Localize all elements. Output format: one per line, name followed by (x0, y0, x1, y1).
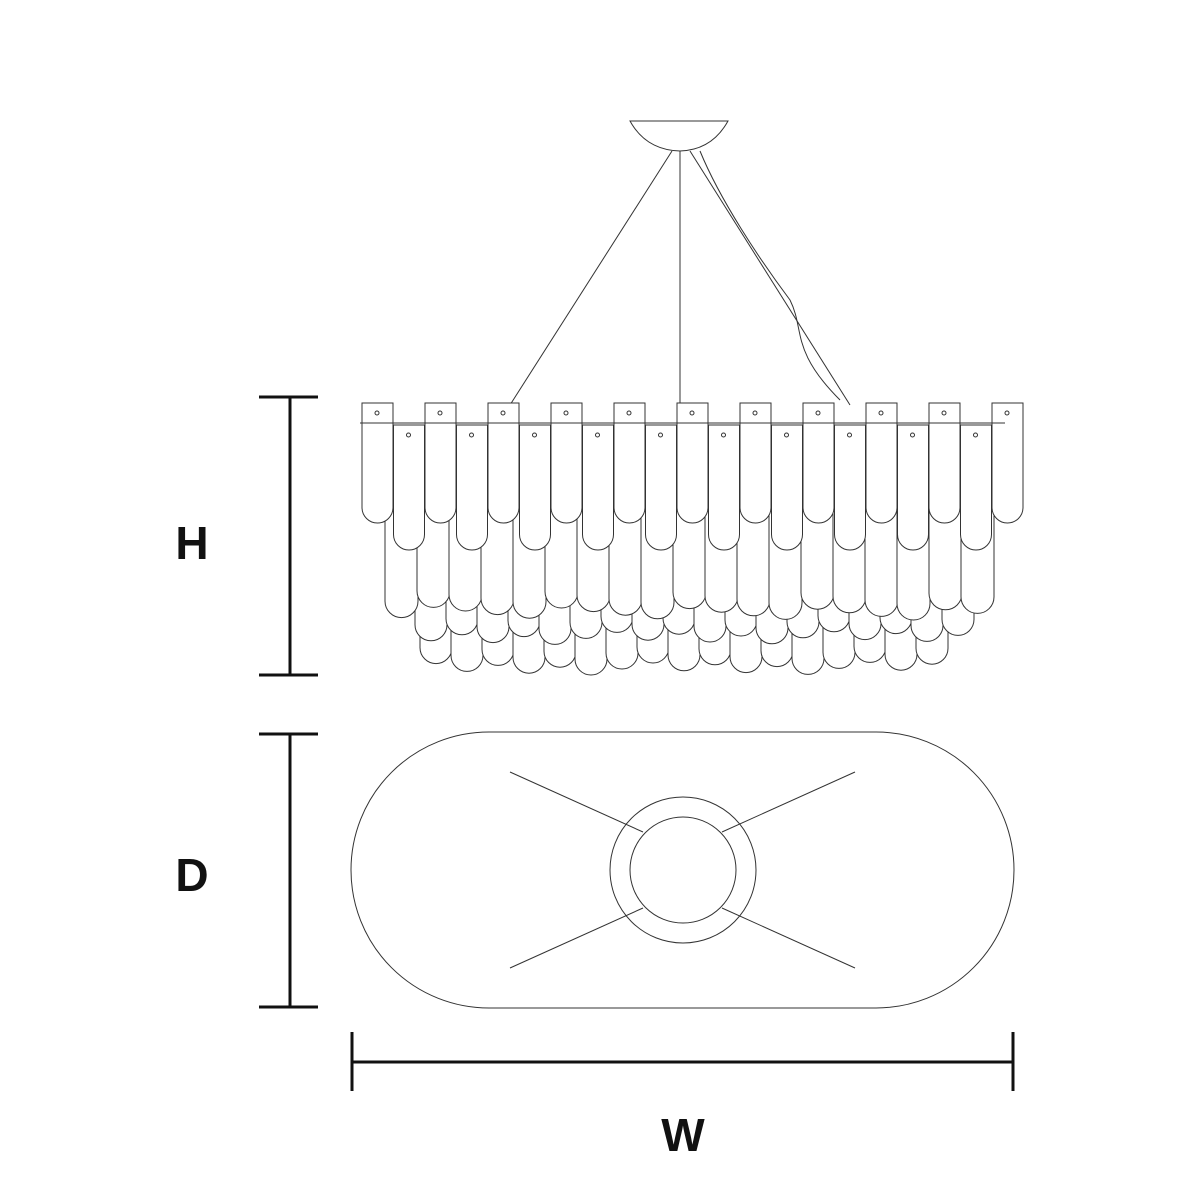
glass-tile (802, 402, 835, 524)
chandelier-tiles (360, 402, 1024, 676)
ceiling-canopy (629, 120, 729, 152)
glass-tile (708, 424, 740, 551)
glass-tile (550, 402, 583, 524)
tile-rivet (689, 410, 695, 416)
side-view (360, 120, 1024, 676)
depth-label: D (175, 849, 209, 901)
canopy-outer-ring (609, 796, 757, 944)
tile-rivet (941, 410, 947, 416)
glass-tile (960, 424, 992, 551)
glass-tile (771, 424, 803, 551)
suspension-wire-right (689, 150, 851, 406)
top-wire (509, 907, 644, 969)
tile-rivet (595, 432, 600, 438)
power-cable (699, 150, 841, 401)
glass-tile (865, 402, 898, 524)
canopy-inner-ring (629, 816, 737, 924)
glass-tile (739, 402, 772, 524)
tile-rivet (437, 410, 443, 416)
depth-dimension (259, 732, 318, 1009)
tile-rivet (878, 410, 884, 416)
glass-tile (582, 424, 614, 551)
glass-tile (519, 424, 551, 551)
tile-rivet (752, 410, 758, 416)
width-label: W (661, 1109, 705, 1161)
glass-tile (834, 424, 866, 551)
tile-rivet (910, 432, 915, 438)
tile-rivet (563, 410, 569, 416)
glass-tile (676, 402, 709, 524)
dimension-lines (259, 395, 1015, 1091)
glass-tile (393, 424, 425, 551)
glass-tile (928, 402, 961, 524)
height-dimension (259, 395, 318, 677)
tile-rivet (469, 432, 474, 438)
glass-tile (897, 424, 929, 551)
top-view-outline (350, 731, 1015, 1009)
tile-rivet (721, 432, 726, 438)
tile-rivet (406, 432, 411, 438)
tile-rivet (784, 432, 789, 438)
tile-rivet (973, 432, 978, 438)
glass-tile (613, 402, 646, 524)
tile-rivet (658, 432, 663, 438)
tile-rivet (500, 410, 506, 416)
tile-rivet (374, 410, 380, 416)
top-wire (509, 771, 644, 833)
tile-rivet (815, 410, 821, 416)
tile-rivet (1004, 410, 1010, 416)
glass-tile (487, 402, 520, 524)
top-view (350, 731, 1015, 1009)
glass-tile (361, 402, 394, 524)
suspension-wire-left (509, 150, 673, 406)
height-label: H (175, 517, 209, 569)
width-dimension (350, 1032, 1015, 1091)
top-wire (721, 771, 856, 833)
tile-rivet (847, 432, 852, 438)
glass-tile (424, 402, 457, 524)
glass-tile (456, 424, 488, 551)
tile-rivet (626, 410, 632, 416)
glass-tile (991, 402, 1024, 524)
glass-tile (645, 424, 677, 551)
top-wire (721, 907, 856, 969)
tile-rivet (532, 432, 537, 438)
